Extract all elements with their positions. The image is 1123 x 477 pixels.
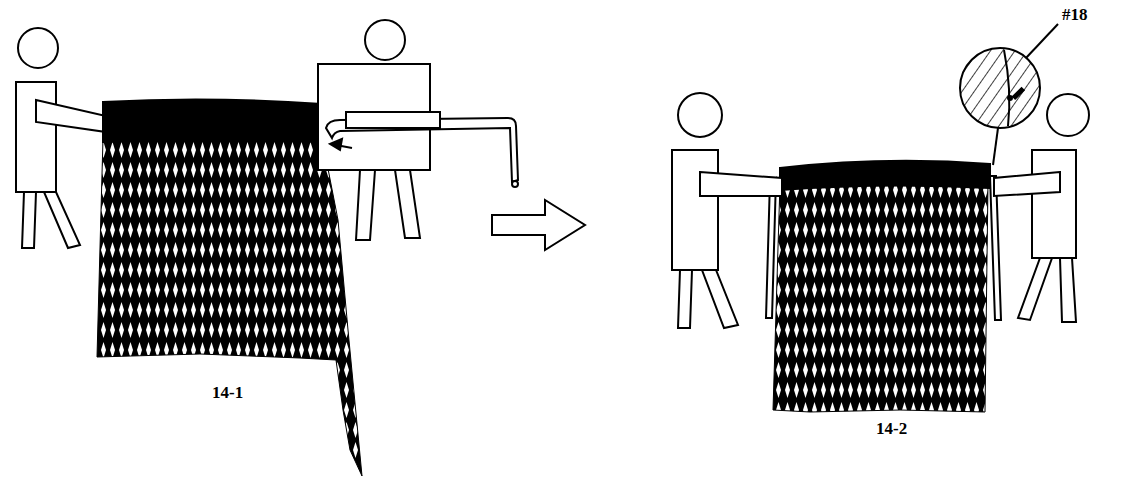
rope — [990, 176, 1001, 320]
direction-arrow — [330, 139, 352, 150]
rope — [766, 178, 776, 318]
figure-number: 14-2 — [876, 420, 907, 437]
callout-number: #18 — [1062, 6, 1088, 23]
arm — [346, 112, 440, 128]
float-line — [103, 99, 322, 142]
detail-callout — [960, 24, 1058, 165]
figure-number: 14-1 — [212, 384, 243, 401]
net — [773, 183, 988, 412]
person — [672, 93, 782, 328]
float-line — [780, 161, 990, 190]
sequence-arrow — [492, 200, 585, 250]
person — [16, 28, 106, 248]
net — [97, 138, 362, 476]
person — [994, 94, 1089, 322]
